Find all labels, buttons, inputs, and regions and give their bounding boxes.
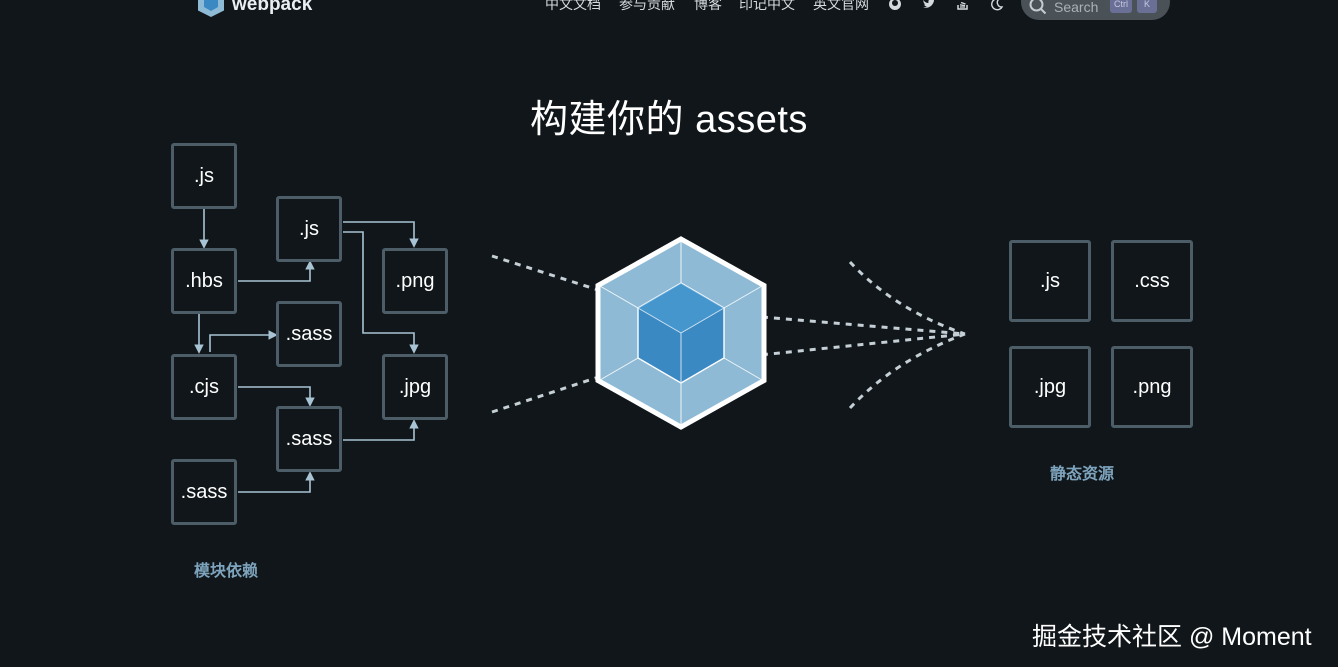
search-icon (1029, 0, 1047, 15)
dep-file-hbs: .hbs (171, 248, 237, 314)
asset-file-js: .js (1009, 240, 1091, 322)
github-icon[interactable] (888, 0, 902, 11)
assets-caption: 静态资源 (1050, 466, 1115, 483)
page-title: 构建你的 assets (530, 99, 808, 141)
stack-overflow-icon[interactable] (956, 0, 970, 11)
funnel-line-right-1 (749, 314, 966, 336)
dep-file-jpg: .jpg (382, 354, 448, 420)
dependencies-caption: 模块依赖 (194, 563, 259, 580)
dep-file-js: .js (171, 143, 237, 209)
arrow-sass-to-sass (238, 471, 315, 493)
asset-file-css: .css (1111, 240, 1193, 322)
nav-link-contribute[interactable]: 参与贡献 (619, 0, 675, 12)
webpack-logo[interactable]: webpack (196, 0, 312, 18)
arrow-cjs-to-sass-bottom (238, 386, 315, 407)
kbd-k-key: K (1137, 0, 1157, 13)
logo-text: webpack (232, 0, 313, 15)
kbd-ctrl-key: Ctrl (1110, 0, 1132, 13)
dep-file-sass: .sass (276, 301, 342, 367)
arrow-cjs-to-sass (209, 330, 278, 352)
search-box[interactable]: Ctrl K (1021, 0, 1170, 20)
watermark: 掘金技术社区 @ Moment (1032, 623, 1312, 651)
nav-link-english-site[interactable]: 英文官网 (813, 0, 869, 12)
arrow-js-to-jpg (343, 231, 419, 354)
webpack-cube-icon (198, 0, 224, 17)
moon-icon[interactable] (990, 0, 1004, 11)
funnel-line-bottom-right (848, 332, 966, 410)
dep-file-sass-3: .sass (171, 459, 237, 525)
nav-link-docschina[interactable]: 印记中文 (739, 0, 795, 12)
nav-link-chinese-docs[interactable]: 中文文档 (545, 0, 601, 12)
dep-file-sass-2: .sass (276, 406, 342, 472)
dep-file-js-2: .js (276, 196, 342, 262)
twitter-icon[interactable] (922, 0, 936, 11)
asset-file-jpg: .jpg (1009, 346, 1091, 428)
funnel-line-right-2 (749, 332, 966, 358)
asset-file-png: .png (1111, 346, 1193, 428)
funnel-line-top-right (848, 260, 966, 336)
top-navbar: webpack 中文文档 参与贡献 博客 印记中文 英文官网 Ctrl K (0, 0, 1338, 20)
dep-file-cjs: .cjs (171, 354, 237, 420)
arrow-js-to-png (343, 221, 419, 248)
arrow-hbs-to-js (238, 260, 315, 282)
dep-file-png: .png (382, 248, 448, 314)
search-input[interactable] (1054, 0, 1114, 15)
webpack-bundler-cube-icon (595, 236, 767, 430)
nav-link-blog[interactable]: 博客 (694, 0, 722, 12)
arrow-sass-to-jpg (343, 419, 419, 441)
